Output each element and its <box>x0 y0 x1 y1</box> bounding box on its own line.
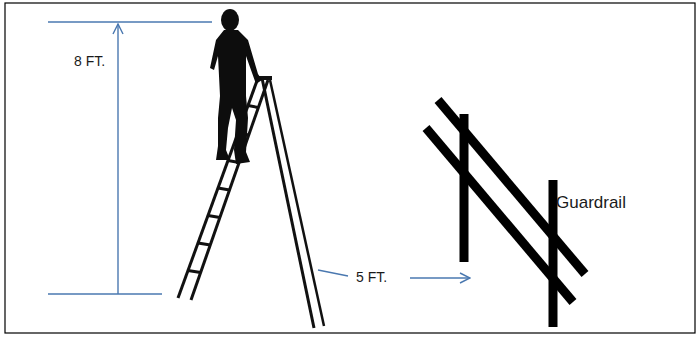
stepladder <box>178 78 324 328</box>
ladder-rung <box>218 188 230 190</box>
frame <box>5 3 695 333</box>
height-dimension-label: 8 FT. <box>74 54 105 69</box>
guardrail-symbol <box>426 100 585 327</box>
ladder-rung <box>248 106 258 108</box>
ladder-rung <box>198 243 210 245</box>
ladder-rung <box>208 216 220 218</box>
distance-dimension <box>318 270 470 278</box>
guardrail-label: Guardrail <box>556 194 626 213</box>
ladder-rung <box>188 271 201 273</box>
distance-dimension-label: 5 FT. <box>356 270 387 285</box>
worker-silhouette <box>210 9 262 164</box>
height-dimension <box>48 22 212 294</box>
